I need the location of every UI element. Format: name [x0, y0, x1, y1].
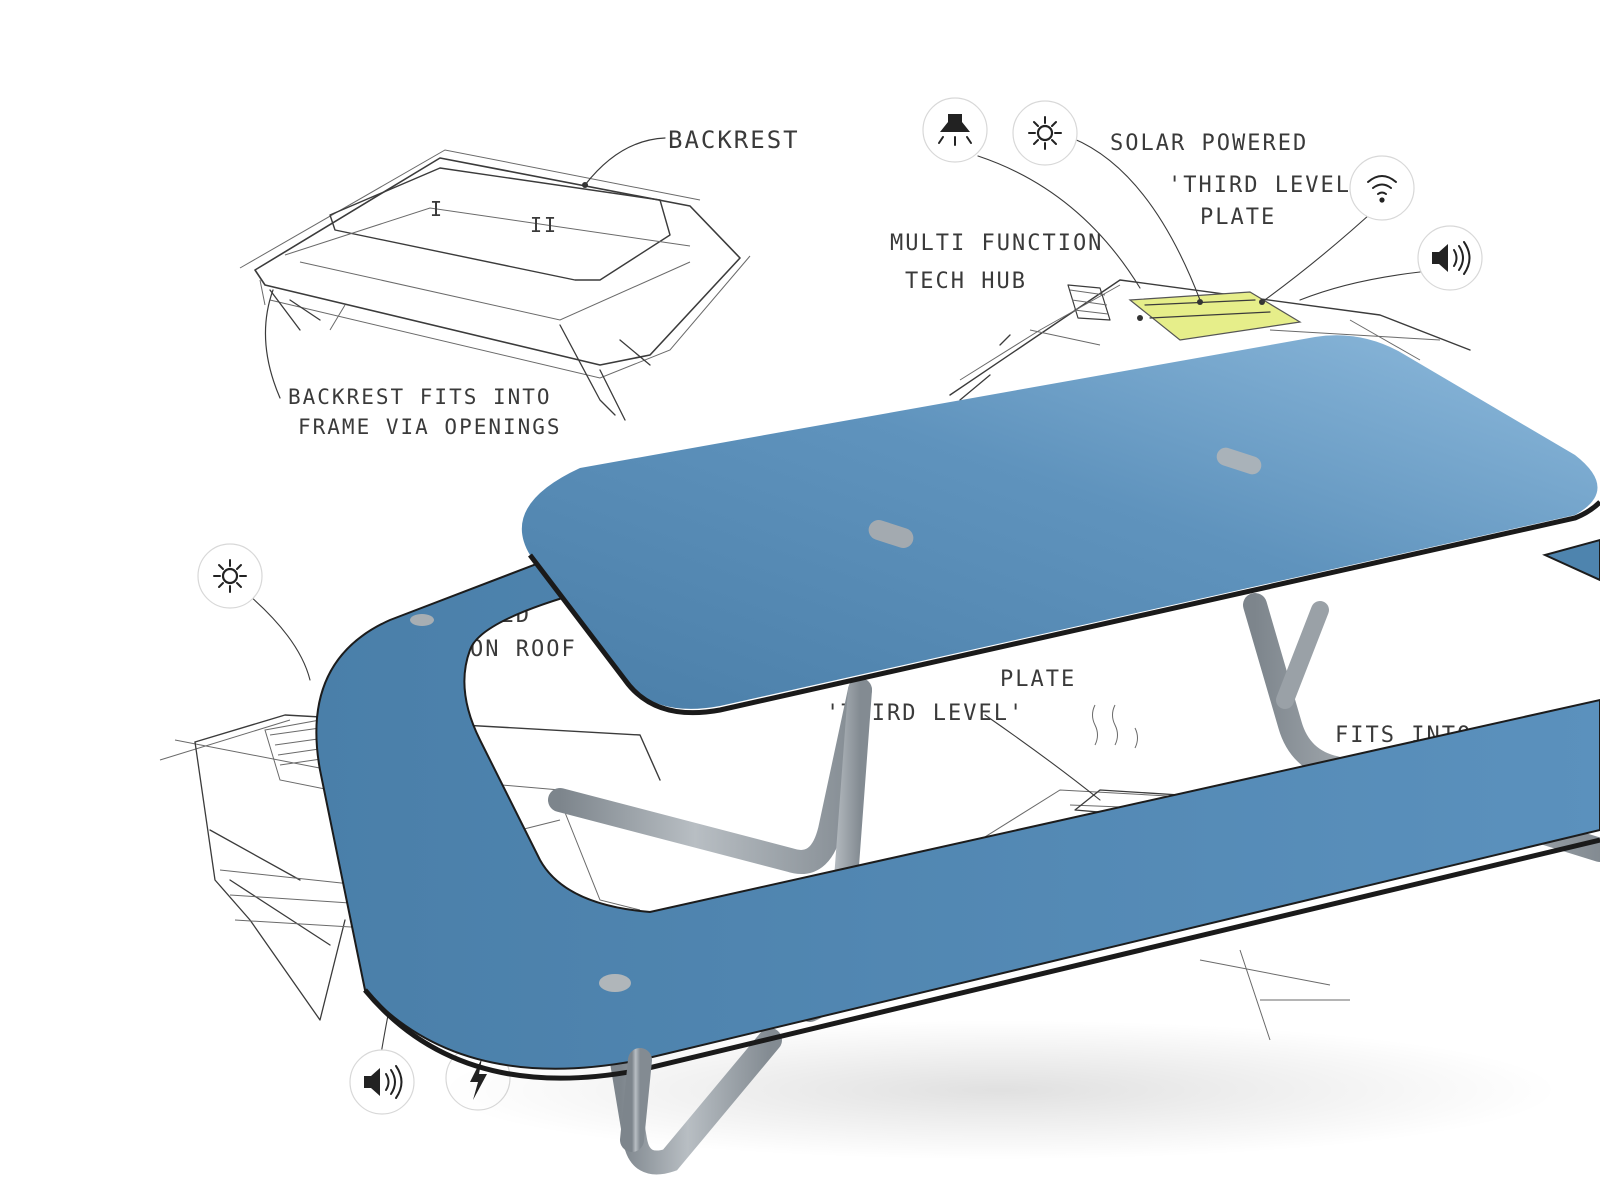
label-plate-partial: PLATE: [1000, 667, 1076, 692]
label-roof-partial: ON ROOF: [470, 637, 577, 662]
steel-frame-front: [620, 1048, 652, 1152]
label-multi-function-2: TECH HUB: [905, 269, 1027, 294]
label-solar-powered: SOLAR POWERED: [1110, 131, 1308, 156]
svg-text:I: I: [430, 197, 444, 221]
speaker-icon: [349, 1049, 415, 1115]
table-top: [521, 335, 1600, 716]
label-backrest-fits-2: FRAME VIA OPENINGS: [298, 415, 562, 439]
speaker-icon: [1417, 225, 1483, 291]
label-third-level-2: PLATE: [1200, 205, 1276, 230]
label-backrest-fits-1: BACKREST FITS INTO: [288, 385, 552, 409]
label-backrest: BACKREST: [668, 126, 800, 154]
sketch-tech-hub-table: [949, 137, 1471, 401]
cable-port: [1216, 447, 1262, 475]
sketch-backrest-table: I II: [239, 137, 751, 421]
picnic-table-render: [315, 335, 1600, 1175]
sun-icon: [1012, 100, 1078, 166]
sun-icon: [197, 543, 263, 609]
svg-text:II: II: [530, 213, 558, 237]
cable-port: [868, 519, 914, 549]
wifi-icon: [1349, 155, 1415, 221]
label-third-level-1: 'THIRD LEVEL': [1168, 173, 1366, 198]
bench-fixing-dot: [410, 614, 434, 626]
bench-fixing-dot: [599, 974, 631, 992]
third-level-plate-highlight: [1128, 291, 1302, 341]
lamp-icon: [922, 97, 988, 163]
label-multi-function-1: MULTI FUNCTION: [890, 231, 1103, 256]
